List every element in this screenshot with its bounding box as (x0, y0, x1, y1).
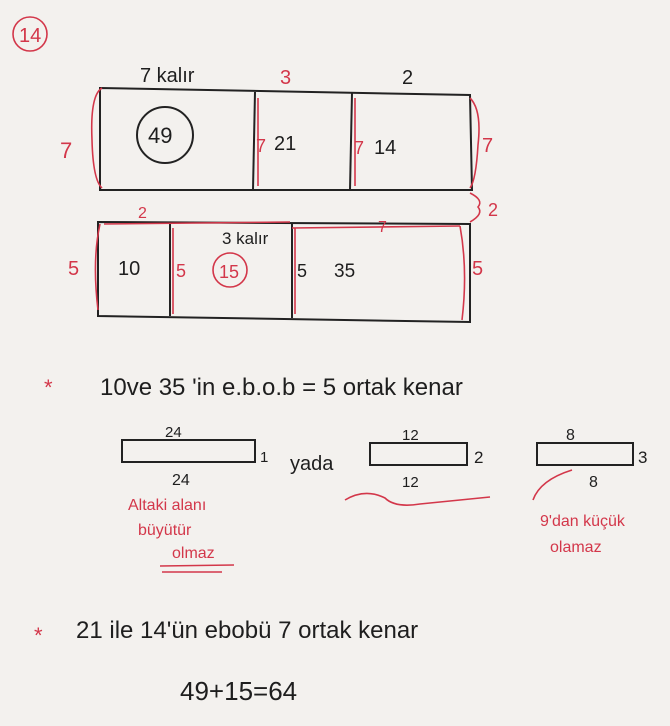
note-line-1: 10ve 35 'in e.b.o.b = 5 ortak kenar (100, 374, 463, 401)
label-side-d: 5 (297, 261, 307, 281)
option-rect-24x1 (121, 439, 256, 463)
area-21: 21 (274, 133, 296, 155)
option1-side: 1 (260, 449, 268, 466)
label-bottom-right-height: 5 (472, 258, 483, 280)
comment2-line2: olamaz (550, 539, 602, 556)
option3-top: 8 (566, 427, 575, 444)
problem-number: 14 (19, 25, 41, 47)
red-arc (532, 469, 573, 501)
label-side-b: 7 (354, 138, 364, 158)
option3-side: 3 (638, 448, 647, 467)
option1-top: 24 (165, 424, 182, 441)
note-7-kalir: 7 kalır (140, 65, 195, 87)
comment1-line1: Altaki alanı (128, 497, 206, 514)
area-14: 14 (374, 137, 396, 159)
area-diagram (90, 86, 481, 324)
label-top-right-width: 2 (402, 67, 413, 89)
label-side-a: 7 (256, 136, 266, 156)
problem-number-circle (12, 16, 48, 52)
option2-bottom: 12 (402, 474, 419, 491)
label-bottom-left-height: 5 (68, 258, 79, 280)
area-15: 15 (219, 262, 239, 282)
area-49: 49 (148, 123, 172, 148)
comment2-line1: 9'dan küçük (540, 513, 626, 530)
label-bottom-left-width: 2 (138, 205, 147, 222)
note-3-kalir: 3 kalır (222, 229, 269, 248)
option-rect-8x3 (536, 442, 634, 466)
option2-top: 12 (402, 427, 419, 444)
comment1-line3: olmaz (172, 545, 215, 562)
red-squiggle (344, 492, 491, 506)
note-line-2: 21 ile 14'ün ebobü 7 ortak kenar (76, 617, 418, 644)
label-top-mid-width: 3 (280, 67, 291, 89)
label-right-height: 7 (482, 135, 493, 157)
option1-bottom: 24 (172, 472, 190, 489)
connector-yada: yada (290, 453, 334, 475)
label-left-height: 7 (60, 138, 72, 163)
option2-side: 2 (474, 448, 483, 467)
result-equation: 49+15=64 (180, 676, 297, 706)
option-rect-12x2 (369, 442, 468, 466)
label-gap-height: 2 (488, 200, 498, 220)
bullet-star: * (44, 375, 53, 400)
area-10: 10 (118, 258, 140, 280)
area-35: 35 (334, 261, 355, 282)
label-side-c: 5 (176, 261, 186, 281)
bullet-star-2: * (34, 623, 43, 648)
underline (159, 564, 235, 567)
option3-bottom: 8 (589, 474, 598, 491)
label-bottom-right-width: 7 (378, 219, 387, 236)
comment1-line2: büyütür (138, 522, 192, 539)
